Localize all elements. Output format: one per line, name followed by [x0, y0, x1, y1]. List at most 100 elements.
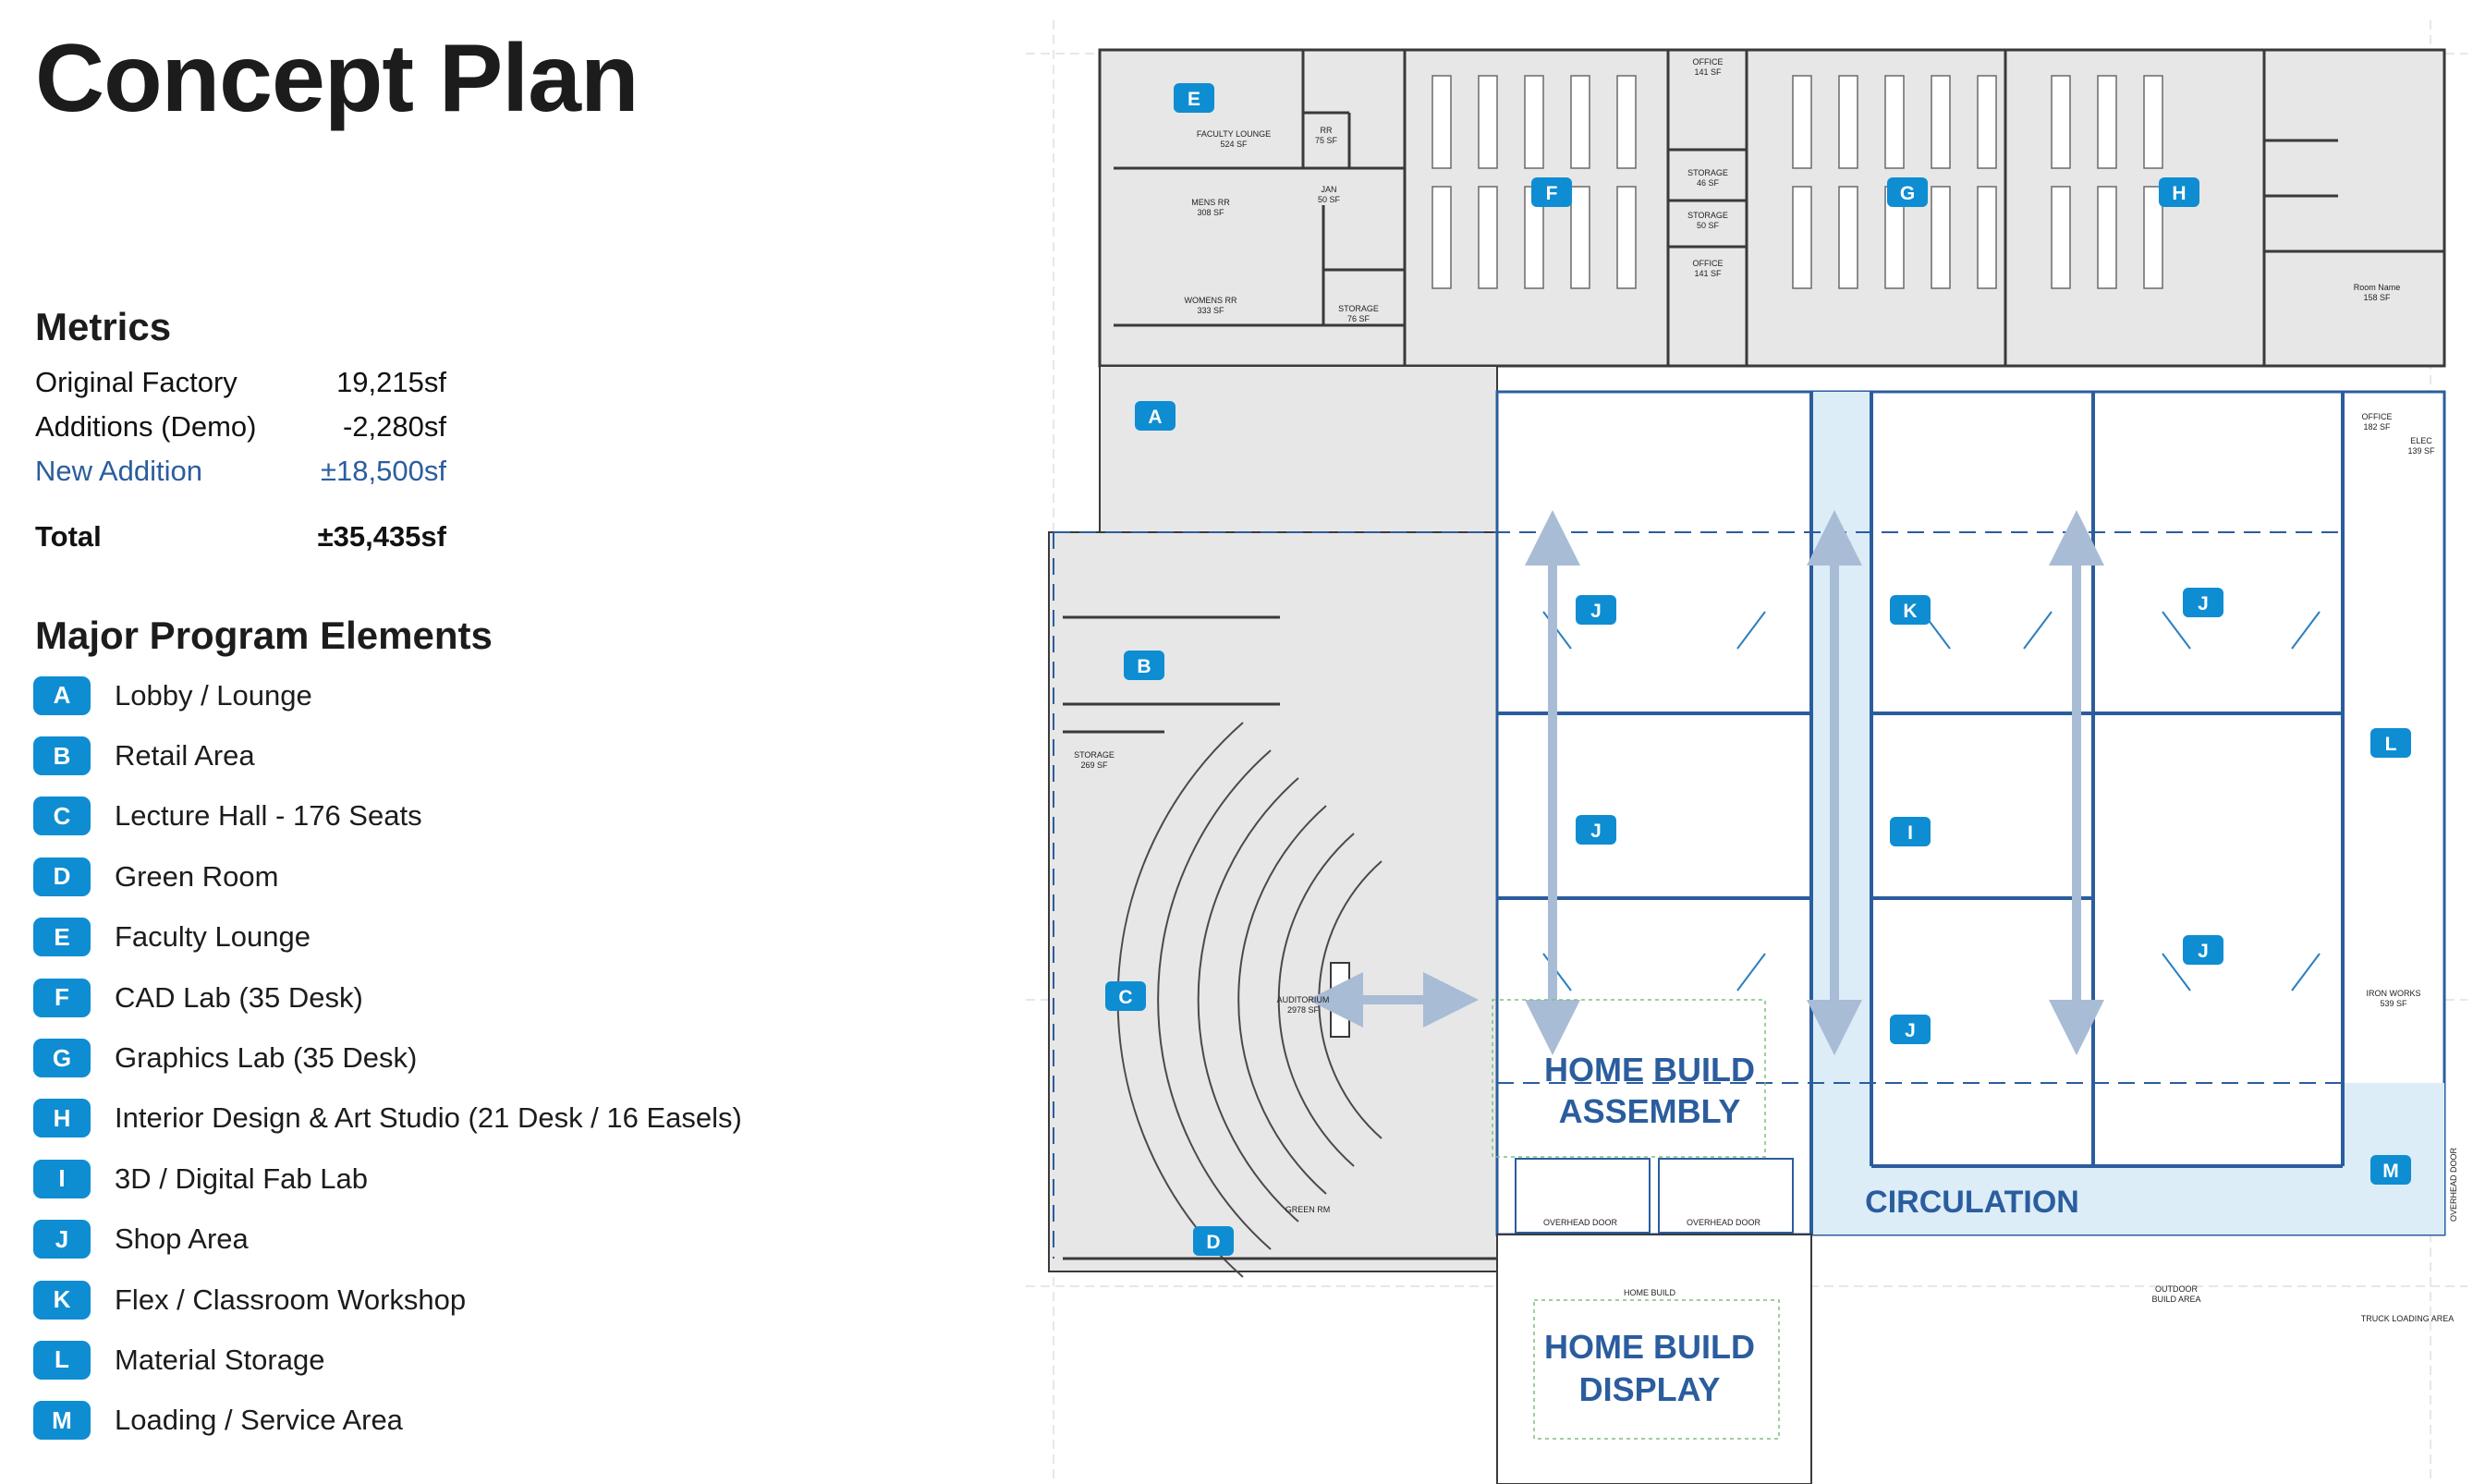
plan-badge-text: K [1903, 601, 1917, 622]
plan-badge-text: I [1907, 822, 1913, 844]
plan-badge-M [2370, 1155, 2411, 1185]
plan-badge-J5 [2183, 935, 2223, 965]
room-label: BUILD AREA [2151, 1295, 2200, 1304]
plan-badge-text: M [2382, 1161, 2399, 1182]
room-area: 141 SF [1694, 269, 1722, 278]
legend-label: Flex / Classroom Workshop [115, 1283, 467, 1316]
room-label: STORAGE [1687, 168, 1728, 177]
room-area: 182 SF [2363, 422, 2391, 432]
metric-total-value: ±35,435sf [317, 520, 446, 553]
display-zone [1533, 1299, 1780, 1440]
plan-badge-text: L [2385, 734, 2397, 755]
room-label: AUDITORIUM [1277, 995, 1330, 1004]
legend-label: Material Storage [115, 1343, 325, 1376]
room-label: STORAGE [1687, 211, 1728, 220]
plan-badge-F [1531, 177, 1572, 207]
plan-badge-text: G [1900, 183, 1915, 204]
room-label: STORAGE [1074, 750, 1115, 760]
room-label: OVERHEAD DOOR [2449, 1147, 2458, 1222]
legend-label: Loading / Service Area [115, 1404, 403, 1437]
metric-row-new-addition: New Addition ±18,500sf [35, 455, 446, 488]
room-label: HOME BUILD [1624, 1288, 1676, 1297]
room-label: OVERHEAD DOOR [1687, 1218, 1761, 1227]
room-label: WOMENS RR [1185, 296, 1237, 305]
legend-label: Lobby / Lounge [115, 678, 312, 712]
legend-badge: J [33, 1220, 91, 1259]
plan-badge-E [1174, 83, 1214, 113]
existing-corridor [1099, 365, 1498, 533]
left-wing-walls [1063, 615, 1497, 1260]
existing-wing-top [1098, 48, 2446, 368]
room-area: 2978 SF [1287, 1005, 1320, 1015]
plan-badge-J1 [1576, 595, 1616, 625]
room-area: 333 SF [1197, 306, 1224, 315]
room-label: JAN [1321, 185, 1336, 194]
room-label: ELEC [2410, 436, 2432, 445]
room-label: TRUCK LOADING AREA [2361, 1314, 2455, 1323]
legend-label: CAD Lab (35 Desk) [115, 980, 363, 1014]
legend-label: Interior Design & Art Studio (21 Desk / … [115, 1101, 742, 1135]
circulation-label: CIRCULATION [1865, 1185, 2079, 1220]
room-area: 141 SF [1694, 67, 1722, 77]
room-area: 158 SF [2363, 293, 2391, 302]
plan-badge-K [1890, 595, 1931, 625]
legend-badge: A [33, 675, 91, 715]
room-label: MENS RR [1191, 198, 1230, 207]
metric-row-demo: Additions (Demo) -2,280sf [35, 410, 446, 444]
plan-badge-text: D [1206, 1232, 1220, 1253]
metric-label: New Addition [35, 455, 202, 487]
plan-badge-text: A [1148, 407, 1162, 428]
legend-label: Shop Area [115, 1222, 249, 1256]
plan-badge-G [1887, 177, 1928, 207]
existing-wing-left [1048, 531, 1498, 1272]
plan-badge-text: J [2198, 941, 2209, 962]
metric-label: Additions (Demo) [35, 410, 257, 443]
crane-lines [1053, 531, 2343, 1259]
crane-arrows [1308, 510, 2104, 1055]
room-area: 76 SF [1347, 314, 1371, 323]
room-area: 50 SF [1697, 221, 1720, 230]
plan-badge-text: C [1118, 987, 1132, 1008]
room-label: Room Name [2354, 283, 2401, 292]
room-label: IRON WORKS [2366, 989, 2420, 998]
floor-plan: HOME BUILD ASSEMBLY HOME BUILD DISPLAY C… [1026, 20, 2467, 1484]
assembly-zone [1492, 999, 1766, 1158]
legend-badge: M [33, 1401, 91, 1441]
plan-badge-text: J [2198, 593, 2209, 614]
plan-badge-text: H [2172, 183, 2186, 204]
legend-badge: F [33, 978, 91, 1017]
plan-badge-A [1135, 401, 1176, 431]
metric-value: 19,215sf [336, 366, 446, 398]
plan-badge-J3 [1890, 1015, 1931, 1044]
room-area: 75 SF [1315, 136, 1338, 145]
loading-area [2343, 1083, 2444, 1166]
room-label: OFFICE [2362, 412, 2393, 421]
room-area: 524 SF [1220, 140, 1248, 149]
plan-badge-J4 [2183, 588, 2223, 617]
metric-value: -2,280sf [342, 410, 446, 443]
room-label: OFFICE [1693, 57, 1724, 67]
metric-label: Original Factory [35, 366, 238, 398]
plan-badge-H [2159, 177, 2199, 207]
top-wing-walls [1114, 50, 2444, 366]
room-label: FACULTY LOUNGE [1197, 129, 1271, 139]
room-area: 139 SF [2407, 446, 2435, 456]
metric-row-original: Original Factory 19,215sf [35, 366, 446, 399]
plan-badge-C [1105, 981, 1146, 1011]
room-area: 269 SF [1080, 760, 1108, 770]
legend-item: F CAD Lab (35 Desk) [33, 967, 742, 1028]
overhead-doors [1515, 1158, 1794, 1234]
plan-badge-J2 [1576, 815, 1616, 845]
legend-badge: G [33, 1039, 91, 1078]
plan-badge-text: F [1546, 183, 1558, 204]
legend-badge: B [33, 736, 91, 776]
plan-badge-text: J [1590, 821, 1602, 842]
legend-item: J Shop Area [33, 1210, 742, 1270]
plan-badge-L [2370, 728, 2411, 758]
legend-badge: E [33, 918, 91, 957]
